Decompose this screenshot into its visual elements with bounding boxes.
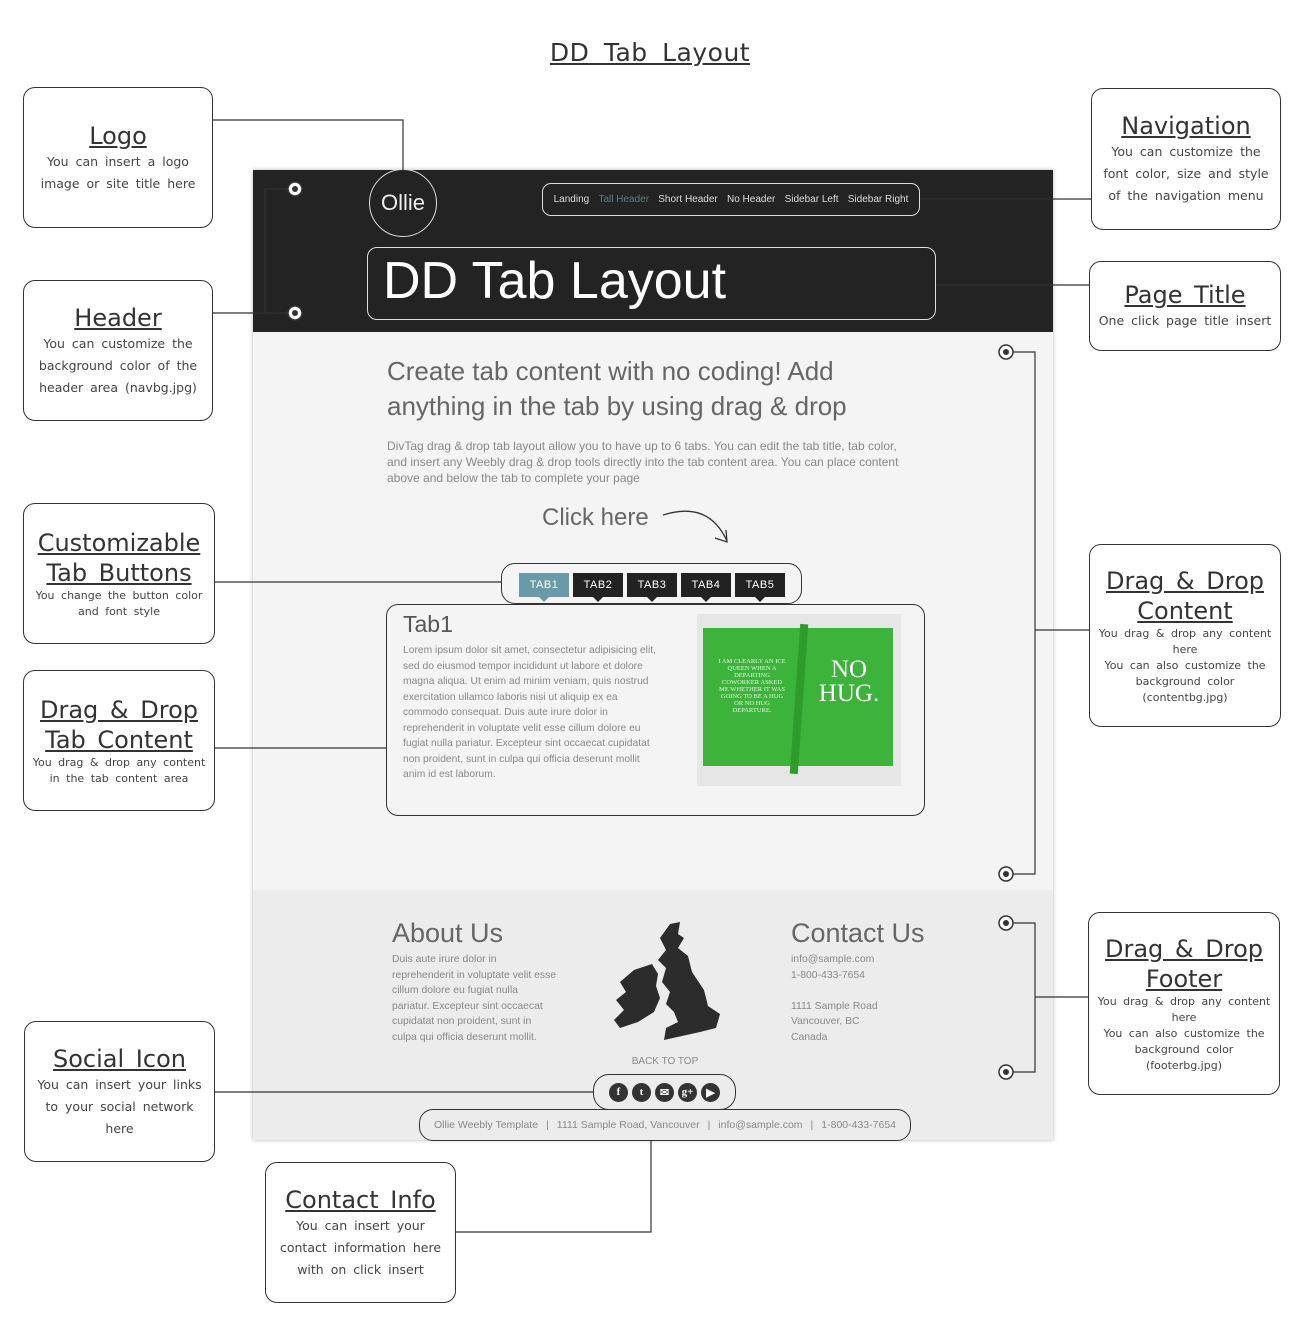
contact-city: Vancouver, BC [791,1016,860,1027]
nav-sidebar-right[interactable]: Sidebar Right [847,194,909,205]
uk-map-image [614,922,720,1040]
twitter-icon[interactable]: t [632,1082,651,1102]
contact-title: Contact Us [791,918,925,948]
annotation-title: Navigation [1121,112,1251,140]
footer-area [253,890,1053,1140]
google-plus-icon[interactable]: g+ [678,1082,697,1102]
nav-landing[interactable]: Landing [553,194,590,205]
tab-4[interactable]: TAB4 [681,573,731,602]
diagram-title: DD Tab Layout [549,38,751,67]
contact-email[interactable]: info@sample.com [791,954,875,965]
annotation-title: Page Title [1124,281,1246,309]
annotation-desc: You can customize the background color o… [38,335,198,395]
annotation-page-title: Page Title One click page title insert [1089,261,1281,351]
contact-bar-address: 1111 Sample Road, Vancouver [556,1119,700,1131]
about-text: Duis aute irure dolor in reprehenderit i… [392,954,557,1043]
annotation-contact: Contact Info You can insert your contact… [265,1162,456,1303]
click-here-label: Click here [542,504,649,531]
annotation-desc: You drag & drop any content in the tab c… [32,755,206,785]
annotation-desc: (footerbg.jpg) [1145,1058,1222,1072]
annotation-title: Social Icon [53,1044,186,1073]
contact-bar-site: Ollie Weebly Template [433,1119,539,1131]
tab-2[interactable]: TAB2 [573,573,623,602]
annotation-desc: You drag & drop any content here [1098,626,1272,656]
annotation-desc: You drag & drop any content here [1097,994,1271,1024]
annotation-title: Content [1137,596,1233,625]
contact-bar-phone: 1-800-433-7654 [821,1119,897,1131]
annotation-desc: (contentbg.jpg) [1142,690,1228,704]
nav-tall-header[interactable]: Tall Header [598,194,650,205]
nav-short-header[interactable]: Short Header [658,194,718,205]
contact-phone: 1-800-433-7654 [791,969,865,981]
nav-sidebar-left[interactable]: Sidebar Left [784,194,839,205]
tab-5[interactable]: TAB5 [735,573,785,602]
back-to-top-link[interactable]: BACK TO TOP [631,1056,699,1067]
youtube-icon[interactable]: ▶ [701,1082,720,1102]
annotation-content: Drag & Drop Content You drag & drop any … [1089,544,1281,727]
tab-bar [501,563,802,604]
book-image: I AM CLEARLY AN ICE QUEEN WHEN A DEPARTI… [697,614,901,786]
annotation-title: Tab Content [45,725,193,754]
contact-street: 1111 Sample Road [791,1000,878,1012]
tab-1[interactable]: TAB1 [519,573,569,602]
annotation-desc: You can also customize the background co… [1104,658,1266,688]
annotation-logo: Logo You can insert a logo image or site… [23,87,213,228]
tab-title: Tab1 [403,611,453,637]
nav-no-header[interactable]: No Header [726,194,776,205]
annotation-title: Drag & Drop [1105,934,1263,963]
annotation-desc: You can insert your contact information … [279,1217,442,1277]
headline: Create tab content with no coding! Add a… [387,356,847,421]
navigation-menu: Landing Tall Header Short Header No Head… [542,183,920,216]
email-icon[interactable]: ✉ [655,1082,674,1102]
annotation-desc: You can customize the font color, size a… [1103,144,1269,203]
annotation-tab-content: Drag & Drop Tab Content You drag & drop … [23,670,215,811]
annotation-title: Customizable [37,528,201,557]
social-icons: f t ✉ g+ ▶ [593,1074,736,1110]
annotation-title: Header [74,303,162,332]
annotation-footer: Drag & Drop Footer You drag & drop any c… [1088,912,1280,1095]
logo[interactable]: Ollie [369,169,437,237]
annotation-desc: You can also customize the background co… [1103,1026,1265,1056]
annotation-desc: You can insert your links to your social… [37,1076,202,1136]
contact-details: info@sample.com 1-800-433-7654 1111 Samp… [791,952,921,1045]
annotation-title: Footer [1145,964,1223,993]
facebook-icon[interactable]: f [609,1082,628,1102]
intro-text: DivTag drag & drop tab layout allow you … [387,439,899,485]
annotation-header: Header You can customize the background … [23,280,213,421]
tab-text: Lorem ipsum dolor sit amet, consectetur … [403,645,656,780]
book-left-text: I AM CLEARLY AN ICE QUEEN WHEN A DEPARTI… [718,658,786,714]
annotation-title: Drag & Drop [1106,566,1264,595]
annotation-tab-buttons: Customizable Tab Buttons You change the … [23,503,215,644]
annotation-title: Contact Info [285,1185,436,1214]
annotation-title: Tab Buttons [46,558,192,587]
annotation-desc: You can insert a logo image or site titl… [40,153,196,191]
tab-content-box [386,604,925,816]
about-title: About Us [392,918,504,948]
curved-arrow-icon [662,510,728,543]
contact-bar: Ollie Weebly Template| 1111 Sample Road,… [419,1109,911,1141]
annotation-desc: You change the button color and font sty… [35,588,203,618]
contact-bar-email[interactable]: info@sample.com [718,1119,803,1131]
contact-country: Canada [791,1031,828,1043]
annotation-navigation: Navigation You can customize the font co… [1091,88,1281,230]
page-title: DD Tab Layout [367,247,936,320]
annotation-desc: One click page title insert [1098,313,1272,328]
annotation-title: Drag & Drop [40,695,198,724]
tab-3[interactable]: TAB3 [627,573,677,602]
annotation-social: Social Icon You can insert your links to… [24,1021,215,1162]
annotation-title: Logo [89,121,147,150]
book-right-text: NO HUG. [818,656,880,707]
